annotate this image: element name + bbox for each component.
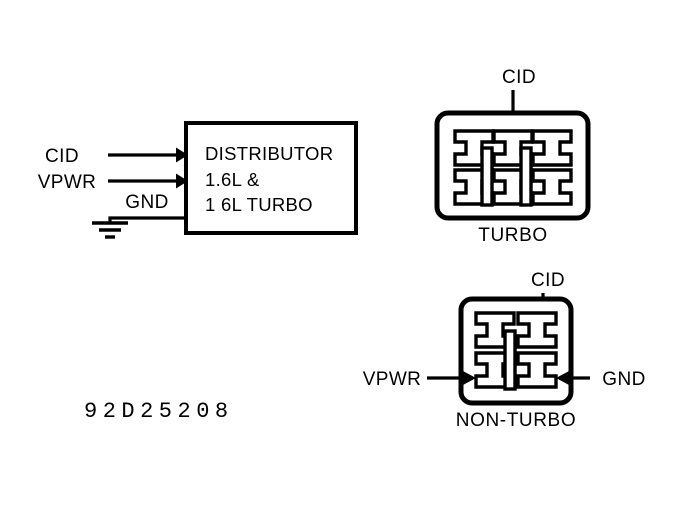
distributor-line-2: 1.6L & (205, 169, 260, 190)
distributor-line-1: DISTRIBUTOR (205, 143, 333, 164)
distributor-group: CID VPWR GND DISTRIBUTOR 1.6L & 1 6L TUR… (38, 121, 358, 239)
cid-input-wire (108, 147, 188, 163)
distributor-box (184, 121, 358, 235)
nonturbo-caption: NON-TURBO (456, 410, 576, 431)
turbo-divider-bar-2 (519, 146, 533, 207)
nonturbo-connector-group: CID VPWR GND NON-TURBO (363, 270, 646, 431)
turbo-connector-group: CID TURBO (434, 67, 591, 246)
nonturbo-cid-label: CID (531, 270, 565, 291)
turbo-divider-bar-1 (480, 146, 494, 207)
turbo-cid-label: CID (502, 67, 536, 88)
ground-symbol (92, 221, 128, 239)
cid-input-label: CID (45, 146, 79, 167)
distributor-line-3: 1 6L TURBO (205, 194, 313, 215)
vpwr-input-label: VPWR (38, 172, 97, 193)
nonturbo-gnd-wire (556, 370, 590, 386)
part-number: 92D25208 (84, 399, 234, 424)
gnd-input-label: GND (125, 192, 168, 213)
nonturbo-gnd-label: GND (602, 369, 645, 390)
nonturbo-divider-bar (503, 329, 517, 391)
gnd-wire (108, 216, 187, 222)
nonturbo-vpwr-label: VPWR (363, 369, 422, 390)
vpwr-input-wire (108, 173, 188, 189)
turbo-caption: TURBO (478, 225, 548, 246)
nonturbo-vpwr-wire (427, 370, 476, 386)
